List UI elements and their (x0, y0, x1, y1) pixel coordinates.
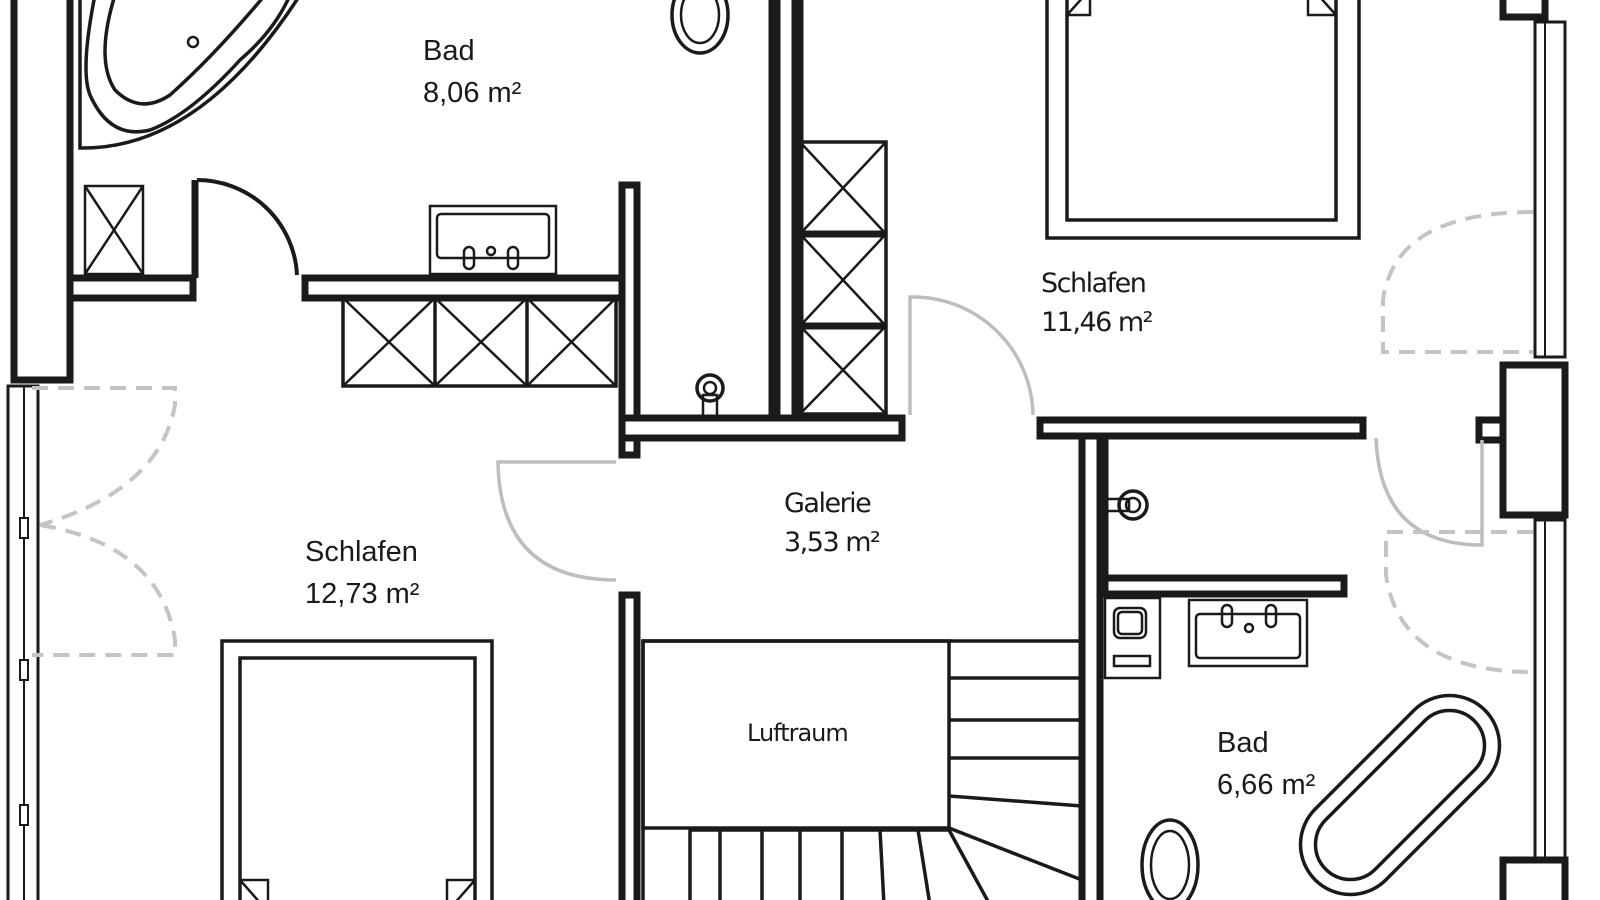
door-swing-galerie (496, 460, 617, 582)
oval-bathtub-icon (1298, 693, 1502, 897)
room-area: 11,46 m² (1041, 307, 1154, 339)
bidet-icon (695, 373, 725, 420)
bathroom-2-fixtures (1103, 596, 1502, 900)
room-name: Schlafen (1041, 268, 1147, 299)
room-area: 6,66 m² (1217, 769, 1316, 802)
bed-2-icon (220, 639, 494, 900)
room-area: 8,06 m² (423, 77, 522, 110)
room-label-luftraum: Luftraum (747, 716, 849, 751)
window-swing-schlafen-1 (1381, 210, 1534, 354)
interior-walls (66, 0, 906, 459)
washbasin-icon (428, 204, 558, 276)
corner-bathtub-icon (78, 0, 299, 150)
exterior-wall-right (1475, 0, 1569, 900)
shaft-icon (83, 184, 145, 276)
window-swing-bad-2 (1384, 530, 1534, 674)
room-area: 3,53 m² (784, 527, 881, 559)
washbasin-2-icon (1187, 598, 1309, 668)
room-area: 12,73 m² (305, 578, 420, 611)
room-label-bad-1: Bad 8,06 m² (423, 30, 521, 114)
shower-fixture-icon (1105, 489, 1149, 521)
room-label-schlafen-2: Schlafen 12,73 m² (305, 531, 419, 615)
bed-icon (1045, 0, 1361, 240)
door-swing-bathroom-1 (196, 177, 299, 276)
exterior-wall-left (6, 0, 74, 900)
toilet-icon (670, 0, 730, 55)
luftraum-void (641, 639, 951, 830)
room-name: Bad (423, 35, 475, 67)
bed-top-right (1045, 0, 1361, 240)
room-label-galerie: Galerie 3,53 m² (784, 484, 881, 562)
staircase-and-void (618, 591, 1083, 900)
room-name: Galerie (784, 488, 872, 519)
toilet-2-icon (1140, 818, 1200, 900)
bathroom-1-fixtures (78, 0, 730, 276)
wardrobe-vertical (798, 140, 888, 416)
door-swing-bad-2 (1374, 437, 1484, 547)
room-name: Bad (1217, 727, 1269, 759)
door-swing-schlafen-1 (908, 295, 1035, 416)
room-name: Schlafen (305, 536, 418, 568)
washing-machine-icon (1103, 596, 1162, 680)
bed-bottom-left (220, 639, 494, 900)
room-name: Luftraum (747, 719, 849, 747)
room-label-bad-2: Bad 6,66 m² (1217, 722, 1315, 806)
room-label-schlafen-1: Schlafen 11,46 m² (1041, 264, 1154, 342)
wardrobe-bottom (341, 296, 618, 388)
window-swing-schlafen-2 (32, 386, 177, 657)
interior-walls-right (1036, 416, 1367, 900)
